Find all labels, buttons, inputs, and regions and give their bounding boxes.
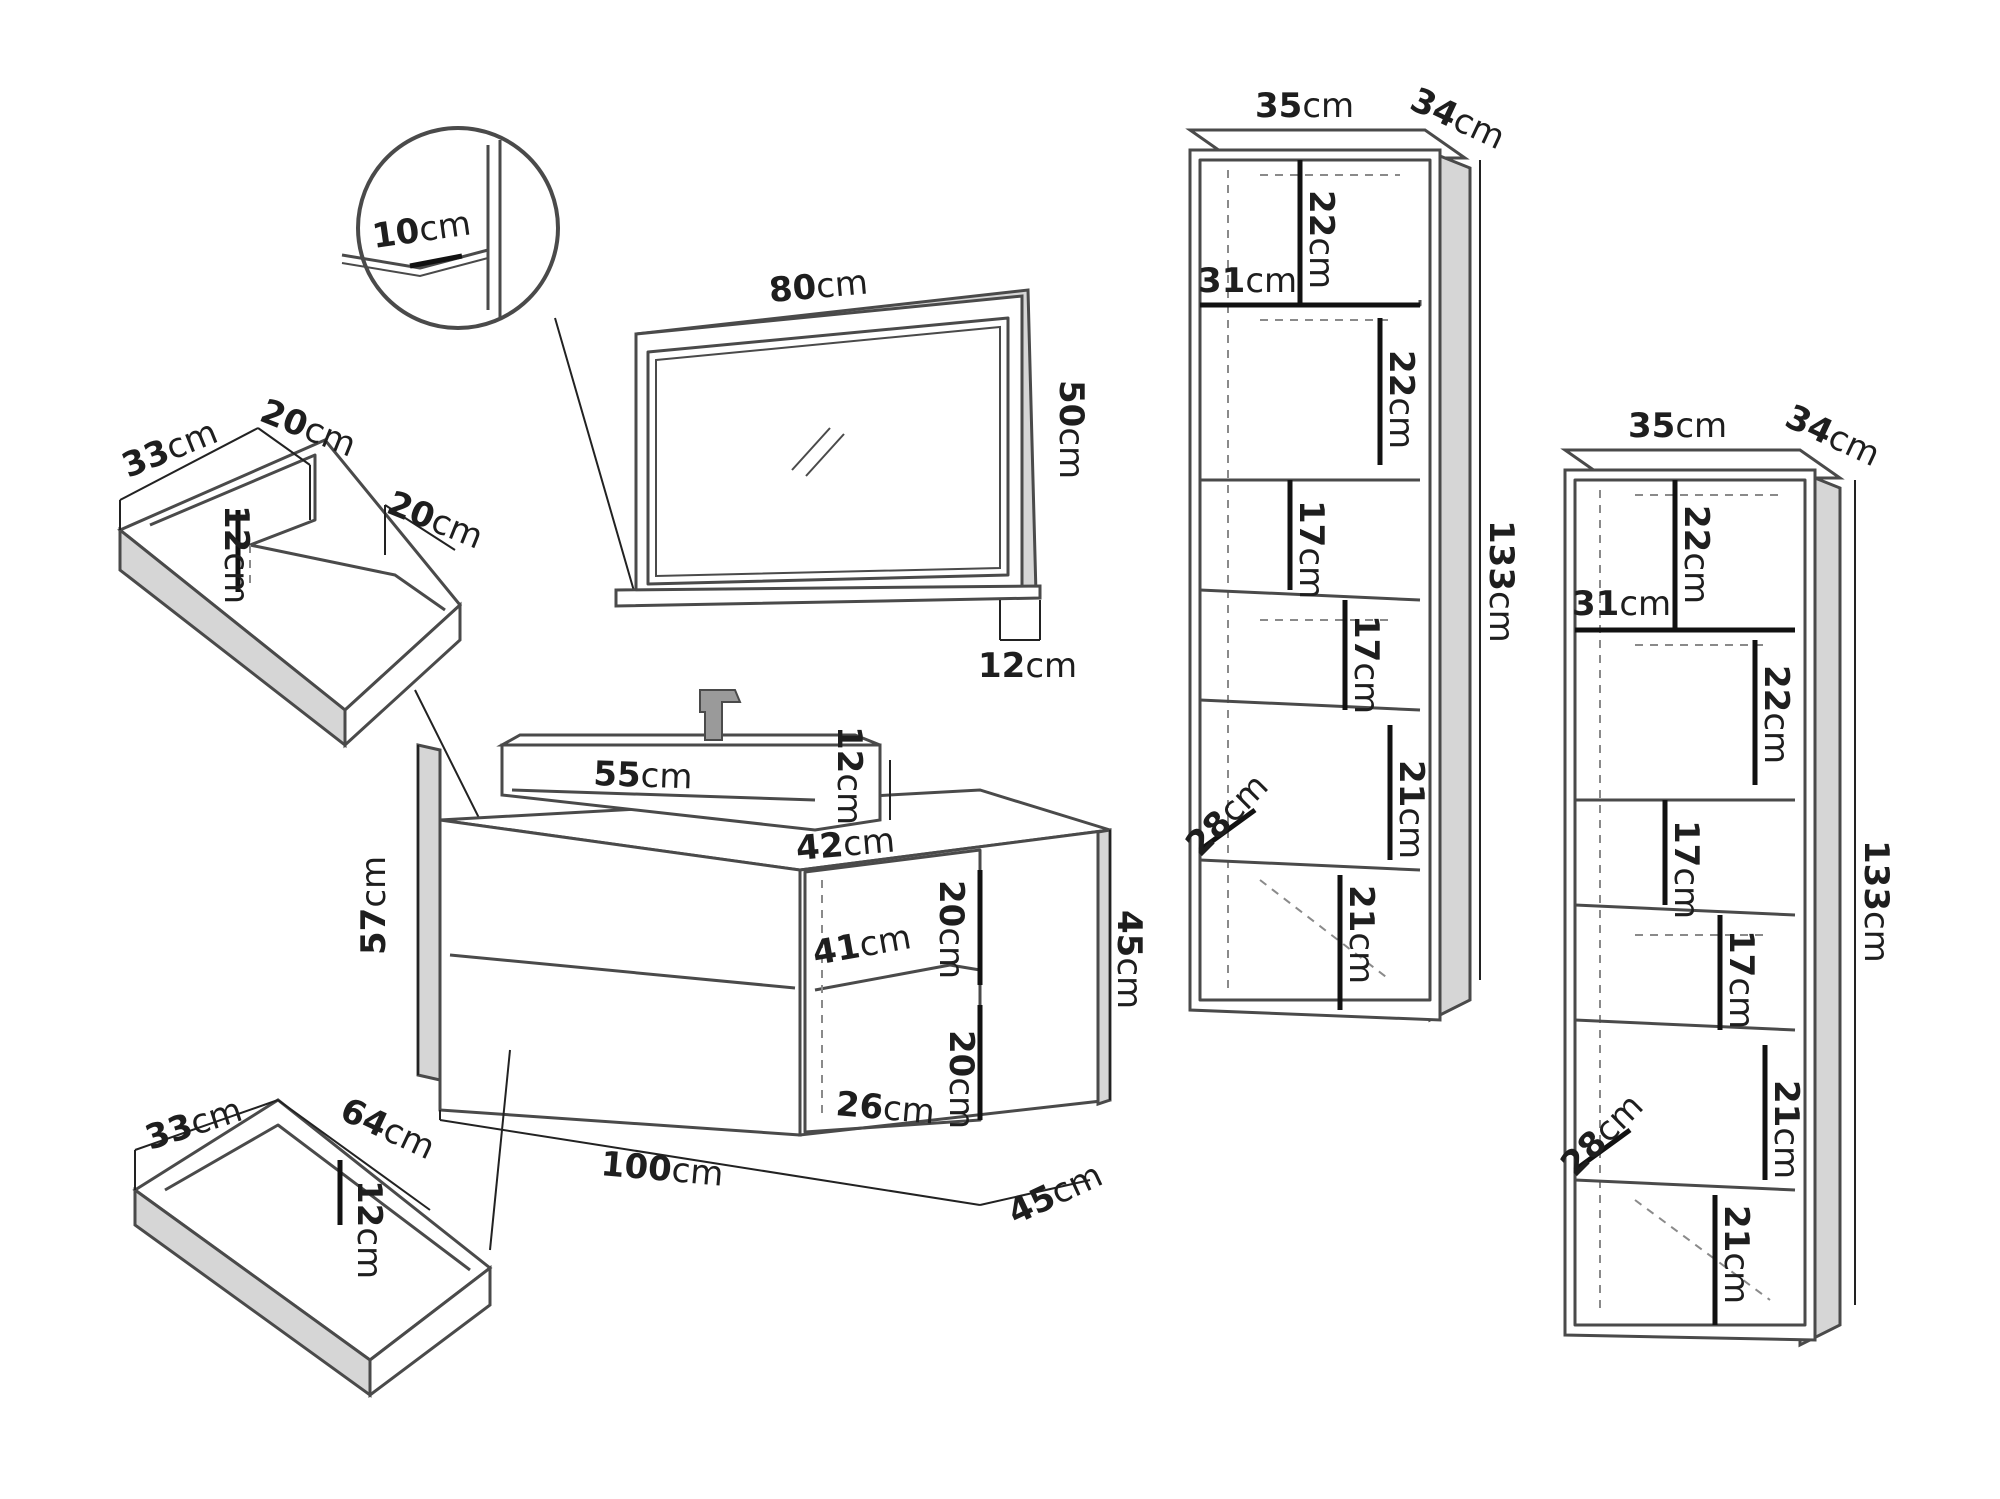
cabinet-1-shelf-2-label: 22cm [1381,350,1421,449]
bottom-drawer-height-label: 12cm [349,1180,389,1279]
vanity-unit [416,689,1112,1251]
vanity-shelf-width-label: 41cm [810,917,915,974]
cabinet-2-shelf-6-label: 21cm [1716,1205,1756,1304]
cabinet-1-shelf-5-label: 21cm [1391,760,1431,859]
mirror [614,288,1042,641]
mirror-width-label: 80cm [767,262,869,310]
bottom-drawer [132,1098,493,1398]
cabinet-2-shelf-2-label: 22cm [1756,665,1796,764]
vanity-height-label: 57cm [354,856,394,955]
vanity-shelf-height-top-label: 20cm [931,880,971,979]
cabinet-2-inner-width-label: 31cm [1572,584,1671,624]
cabinet-1-shelf-6-label: 21cm [1341,885,1381,984]
cabinet-1-shelf-3-label: 17cm [1291,500,1331,599]
cabinet-2-shelf-1-label: 22cm [1676,505,1716,604]
cabinet-2-width-label: 35cm [1628,406,1727,446]
cabinet-1-height-label: 133cm [1481,520,1521,643]
vanity-shelf-depth-label: 26cm [834,1084,936,1132]
vanity-basin-height-label: 12cm [829,726,869,825]
vanity-top-depth-label: 42cm [794,820,896,868]
cabinet-1-inner-width-label: 31cm [1198,261,1297,301]
mirror-shelf-depth-label: 12cm [978,646,1077,686]
vanity-width-label: 100cm [599,1144,725,1195]
mirror-height-label: 50cm [1051,380,1091,479]
top-drawer [117,427,506,871]
top-drawer-width-label: 33cm [116,412,223,486]
tall-cabinet-2 [1560,448,1856,1348]
cabinet-1-shelf-1-label: 22cm [1301,190,1341,289]
vanity-depth-label: 45cm [1002,1155,1109,1233]
vanity-basin-width-label: 55cm [593,754,693,797]
top-drawer-height-label: 12cm [216,505,256,604]
mirror-detail-shelf-label: 10cm [370,204,474,257]
vanity-right-height-label: 45cm [1109,910,1149,1009]
cabinet-2-shelf-4-label: 17cm [1721,930,1761,1029]
tall-cabinet-1 [1185,128,1481,1023]
cabinet-1-width-label: 35cm [1255,86,1354,126]
mirror-detail-callout [341,126,637,599]
vanity-shelf-height-bottom-label: 20cm [941,1030,981,1129]
cabinet-1-shelf-4-label: 17cm [1346,615,1386,714]
cabinet-2-height-label: 133cm [1856,840,1896,963]
cabinet-2-shelf-5-label: 21cm [1766,1080,1806,1179]
cabinet-2-shelf-3-label: 17cm [1666,820,1706,919]
